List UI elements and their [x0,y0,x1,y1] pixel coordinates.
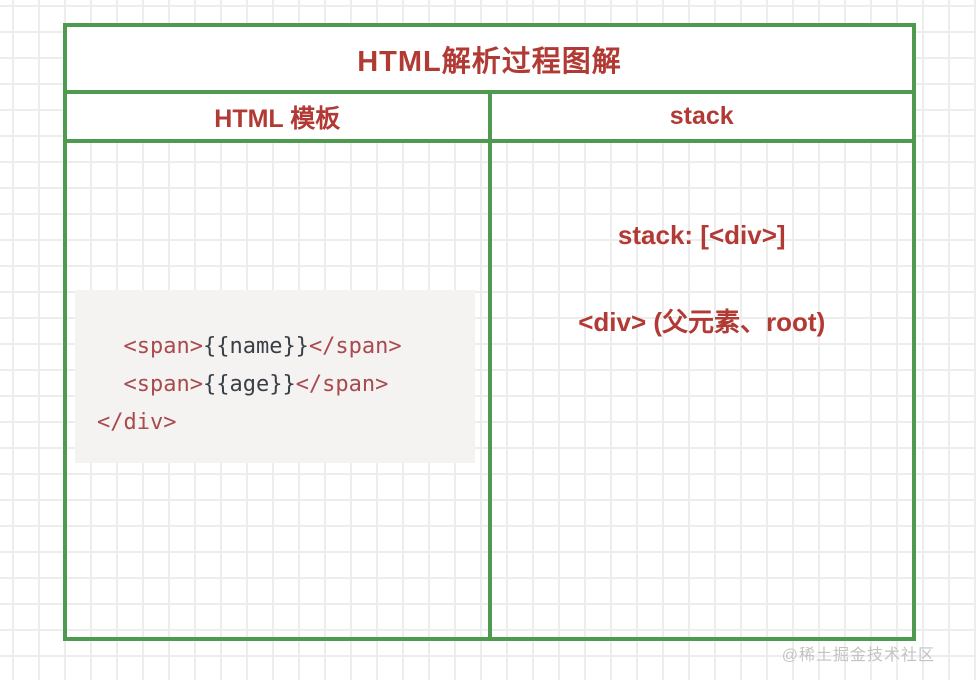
parse-process-table: HTML解析过程图解 HTML 模板 stack <span>{{name}}<… [63,23,916,641]
code-line: <span>{{name}}</span> [97,334,402,359]
watermark: @稀土掘金技术社区 [781,647,935,664]
code-line: </div> [97,410,177,435]
stack-top-note-text: <div> (父元素、root) [578,307,826,337]
stack-state-text: stack: [<div>] [617,220,786,250]
table-title-row: HTML解析过程图解 [67,27,912,94]
code-line: <span>{{age}}</span> [97,372,389,397]
column-header-html-template: HTML 模板 [67,94,492,139]
column-header-stack: stack [669,102,734,130]
code-block: <span>{{name}}</span> <span>{{age}}</spa… [75,290,475,463]
table-body-row: <span>{{name}}</span> <span>{{age}}</spa… [67,143,912,637]
diagram-title: HTML解析过程图解 [357,45,622,78]
table-header-row: HTML 模板 stack [67,94,912,143]
stack-cell: stack: [<div>] <div> (父元素、root) [492,143,913,637]
html-template-cell: <span>{{name}}</span> <span>{{age}}</spa… [67,143,492,637]
